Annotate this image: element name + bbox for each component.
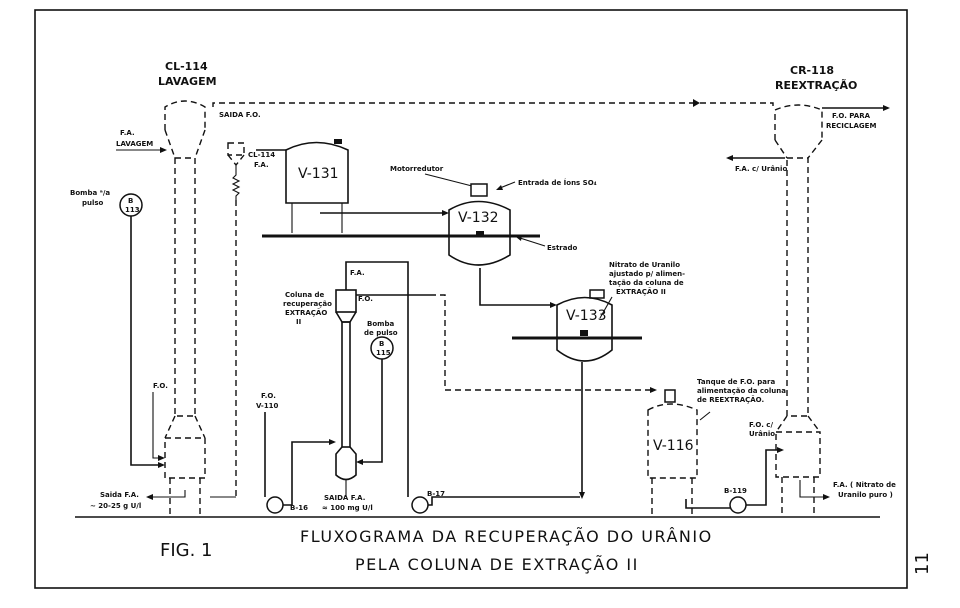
feed-vessel-small [227,142,245,497]
pump-b17: B-17 [411,490,445,514]
figure-title-1: FLUXOGRAMA DA RECUPERAÇÃO DO URÂNIO [300,527,713,546]
label-entrada-ions: Entrada de Íons SO₄ [518,178,597,187]
pump-b113: B 113 [119,193,143,217]
label-bomba-pulso-2b: de pulso [364,329,398,337]
label-tanque-2: alimentação da coluna [697,387,786,395]
cl114-name: LAVAGEM [158,75,217,88]
pump-b16-label: B-16 [290,504,308,512]
label-saida-fa-2: ~ 20-25 g U/l [90,502,141,510]
label-fa-uranio: F.A. c/ Urânio [735,165,787,173]
pump-b17-label: B-17 [427,490,445,498]
column-cr118 [774,104,823,515]
line-b113-to-column [130,216,163,466]
cr118-name: REEXTRAÇÃO [775,79,857,92]
column-extracao-ii [335,289,357,497]
pump-b113-a: B [128,197,133,205]
figure-title-2: PELA COLUNA DE EXTRAÇÃO II [355,555,639,574]
label-fa-nitrato-2: Uranilo puro ) [838,491,893,499]
label-nitrato-1: Nitrato de Uranilo [609,261,680,269]
label-coluna-rec-1: Coluna de [285,291,324,299]
label-saida-fa-1: Saida F.A. [100,491,139,499]
pump-b119: B-119 [724,487,747,514]
vessel-v132: V-132 [448,183,511,266]
column-cl114: CL-114 LAVAGEM [158,60,217,515]
label-saida-fo-top: SAIDA F.O. [219,111,261,119]
label-coluna-rec-2: recuperação [283,300,332,308]
pump-b119-label: B-119 [724,487,747,495]
label-saida-fa-mid-1: SAIDA F.A. [324,494,365,502]
label-motorredutor: Motorredutor [390,165,444,173]
label-cl114-fa-1: CL-114 [248,151,275,159]
vessel-v131-label: V-131 [298,166,339,182]
vessel-v133-label: V-133 [566,308,607,324]
vessel-v116-label: V-116 [653,438,694,454]
label-bomba-pulso-1a: Bomba ᵃ/a [70,189,110,197]
label-coluna-rec-3: EXTRAÇÃO [285,308,327,317]
cr118-code: CR-118 [790,64,834,77]
label-fo-left: F.O. [153,382,168,390]
label-nitrato-4: EXTRAÇÃO II [616,287,666,296]
label-coluna-rec-4: II [296,318,301,326]
label-tanque-3: de REEXTRAÇÃO. [697,395,764,404]
pump-b115: B 115 [370,336,394,360]
label-bomba-pulso-1b: pulso [82,199,104,207]
figure-number: FIG. 1 [160,540,213,561]
label-estrado: Estrado [547,244,577,252]
vessel-v131: V-131 [285,139,349,233]
label-fo-uranio-2: Urânio [749,430,775,438]
label-cl114-fa-2: F.A. [254,161,269,169]
line-fo-to-cr118 [212,102,693,107]
frame-border [34,9,908,589]
label-fo-reciclagem-2: RECICLAGEM [826,122,876,130]
pump-b16: B-16 [266,496,308,514]
label-tanque-1: Tanque de F.O. para [697,378,775,386]
label-fo-v110-1: F.O. [261,392,276,400]
vessel-v116: V-116 [647,389,698,515]
label-fa-nitrato-1: F.A. ( Nitrato de [833,481,896,489]
cl114-code: CL-114 [165,60,208,73]
pump-b115-a: B [379,340,384,348]
label-fo-v110-2: V-110 [256,402,279,410]
label-saida-fa-mid-2: ≈ 100 mg U/l [322,504,373,512]
label-fo-small: F.O. [358,295,373,303]
vessel-v132-label: V-132 [458,210,499,226]
label-nitrato-3: tação da coluna de [609,279,684,287]
label-fa-small: F.A. [350,269,365,277]
vessel-v133: V-133 [556,289,613,362]
label-fo-reciclagem-1: F.O. PARA [832,112,871,120]
label-fo-uranio-1: F.O. c/ [749,421,773,429]
label-bomba-pulso-2a: Bomba [367,320,394,328]
page-number: 11 [912,552,933,575]
label-fa-lavagem-2: LAVAGEM [116,140,153,148]
label-fa-lavagem-1: F.A. [120,129,135,137]
pump-b115-b: 115 [376,349,391,357]
label-nitrato-2: ajustado p/ alimen- [609,270,685,278]
pump-b113-b: 113 [125,206,140,214]
